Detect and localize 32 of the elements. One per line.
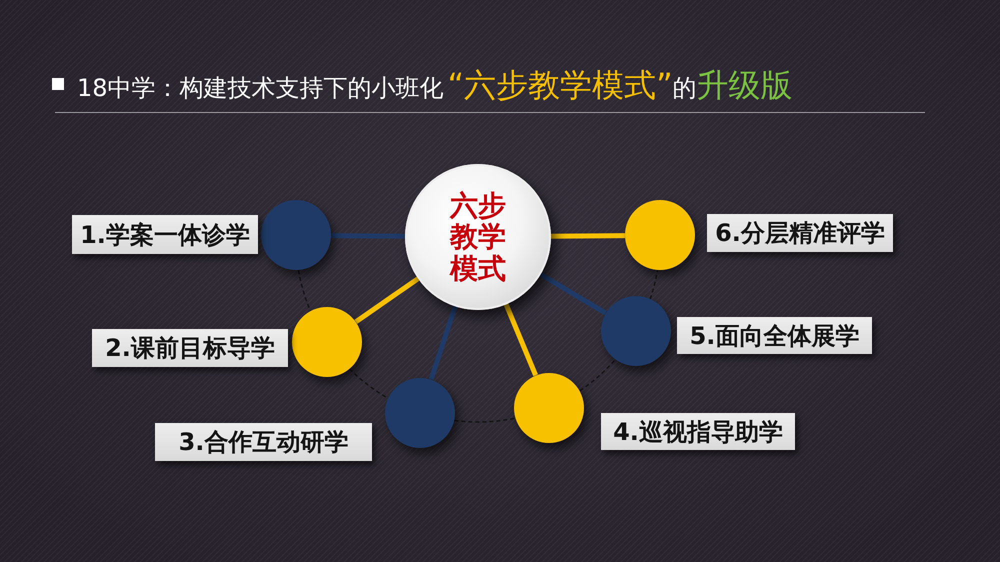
dashed-arc bbox=[454, 417, 516, 423]
step-label: 3.合作互动研学 bbox=[178, 427, 348, 458]
step-label: 6.分层精准评学 bbox=[715, 218, 885, 249]
step-circle bbox=[600, 296, 671, 366]
step-label: 4.巡视指导助学 bbox=[613, 416, 783, 448]
connector-line bbox=[331, 233, 406, 239]
step-circle bbox=[624, 200, 695, 270]
label-panel bbox=[707, 214, 893, 252]
step-circle bbox=[261, 200, 332, 270]
step-label: 1.学案一体诊学 bbox=[80, 220, 250, 250]
connector-line bbox=[550, 233, 625, 239]
connector-line bbox=[504, 303, 538, 376]
slide-title: 18中学：构建技术支持下的小班化“六步教学模式”的升级版 bbox=[77, 65, 793, 106]
label-panel bbox=[92, 329, 288, 367]
label-panel bbox=[601, 413, 795, 450]
connector-line bbox=[539, 272, 607, 316]
dashed-arc bbox=[649, 270, 658, 300]
label-panel bbox=[677, 317, 872, 354]
center-circle bbox=[405, 164, 551, 310]
dashed-arc bbox=[298, 270, 312, 312]
step-label: 2.课前目标导学 bbox=[105, 333, 275, 364]
dashed-arc bbox=[579, 359, 616, 392]
center-title: 六步教学模式 bbox=[450, 190, 506, 284]
connector-line bbox=[428, 306, 458, 380]
step-circle bbox=[292, 306, 362, 377]
step-label: 5.面向全体展学 bbox=[690, 320, 860, 352]
step-circle bbox=[385, 378, 456, 448]
connector-line bbox=[354, 276, 420, 324]
dashed-arc bbox=[348, 368, 389, 399]
label-panel bbox=[72, 215, 258, 254]
step-circle bbox=[514, 372, 584, 443]
label-panel bbox=[155, 423, 372, 461]
